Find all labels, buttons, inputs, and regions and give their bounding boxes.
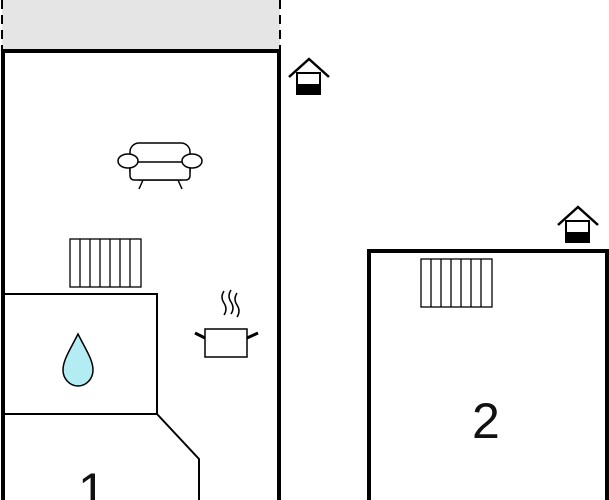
radiator-icon (420, 258, 493, 308)
bathroom-walls (3, 293, 200, 500)
room-label-2: 2 (472, 393, 500, 449)
water-drop-icon (62, 332, 94, 387)
radiator-icon (69, 238, 142, 288)
sofa-icon (117, 142, 203, 190)
building-1-walls (1, 49, 281, 500)
room-label-1: 1 (78, 463, 106, 500)
entrance-icon (288, 57, 330, 95)
entrance-icon (557, 205, 599, 243)
terrace-area (1, 0, 281, 50)
cooking-pot-icon (194, 289, 259, 358)
building-2-walls (367, 249, 609, 500)
